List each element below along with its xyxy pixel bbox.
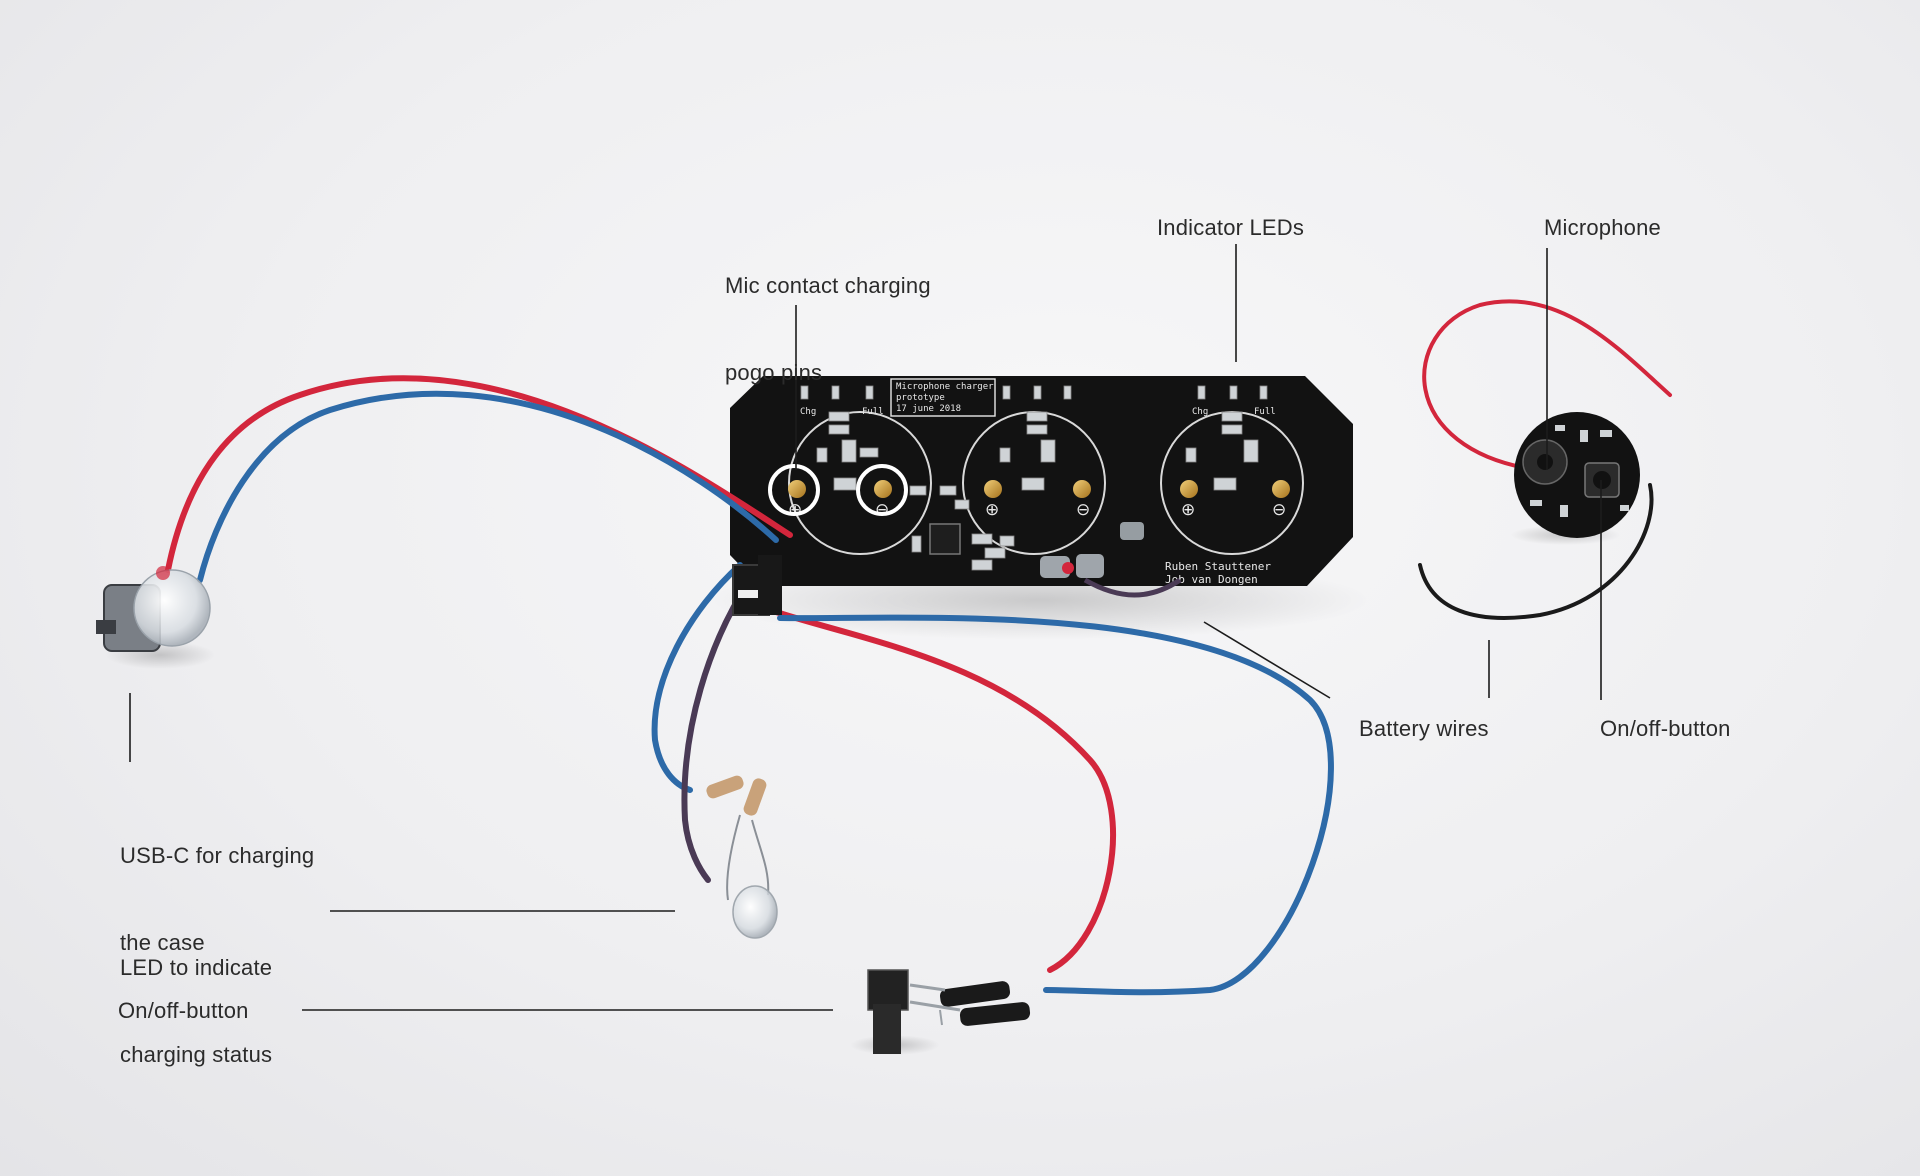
label-led-status: LED to indicate charging status	[120, 895, 272, 1098]
label-led-status-line1: LED to indicate	[120, 955, 273, 980]
pin-minus-symbol-3: ⊖	[1272, 500, 1286, 520]
led-label-chg-1: Chg	[800, 407, 816, 417]
pogo-pin-negative-3	[1272, 480, 1290, 498]
label-led-status-line2: charging status	[120, 1042, 273, 1067]
leader-lines	[129, 244, 1602, 1011]
label-usbc-line1: USB-C for charging	[120, 843, 315, 868]
status-led-assembly	[706, 775, 778, 939]
left-wire-bundle	[651, 562, 1334, 996]
charger-ic	[929, 523, 961, 555]
label-onoff-right: On/off-button	[1600, 716, 1731, 741]
leader-battery-wires	[1203, 621, 1331, 699]
charging-slot-1: Chg Full ⊕ ⊖	[768, 385, 932, 555]
label-mic-pogo-line1: Mic contact charging	[725, 273, 931, 298]
wire-header	[732, 555, 782, 616]
pogo-pin-positive-2	[984, 480, 1002, 498]
label-indicator-leds: Indicator LEDs	[1157, 215, 1305, 240]
pogo-highlight-ring-plus	[768, 464, 820, 516]
usb-wires	[165, 375, 793, 583]
label-battery-wires: Battery wires	[1359, 716, 1489, 741]
pcb-title-line1: Microphone charger	[896, 382, 994, 392]
tactile-button	[850, 969, 1031, 1055]
pogo-pin-negative-1	[874, 480, 892, 498]
microphone-module	[1418, 299, 1672, 620]
pogo-highlight-ring-minus	[856, 464, 908, 516]
label-usbc: USB-C for charging the case	[120, 783, 314, 986]
pogo-pin-negative-2	[1073, 480, 1091, 498]
pcb-title-line3: 17 june 2018	[896, 404, 961, 414]
led-label-full-1: Full	[862, 407, 884, 417]
label-onoff-left: On/off-button	[118, 998, 249, 1023]
pin-minus-symbol-1: ⊖	[875, 500, 889, 520]
pin-minus-symbol-2: ⊖	[1076, 500, 1090, 520]
led-label-full-3: Full	[1254, 407, 1276, 417]
pin-plus-symbol-1: ⊕	[788, 500, 802, 520]
pin-plus-symbol-3: ⊕	[1181, 500, 1195, 520]
label-mic-pogo-line2: pogo pins	[725, 360, 823, 385]
usb-c-connector	[96, 566, 215, 669]
charging-slot-3: Chg Full ⊕ ⊖	[1160, 385, 1304, 555]
label-usbc-line2: the case	[120, 930, 205, 955]
pogo-pin-positive-1	[788, 480, 806, 498]
label-mic-pogo-pins: Mic contact charging pogo pins	[725, 213, 931, 416]
pcb-authors-line2: Job van Dongen	[1165, 573, 1258, 586]
pin-plus-symbol-2: ⊕	[985, 500, 999, 520]
pcb-title-line2: prototype	[896, 393, 945, 403]
pogo-pin-positive-3	[1180, 480, 1198, 498]
led-label-chg-3: Chg	[1192, 407, 1208, 417]
label-microphone: Microphone	[1544, 215, 1661, 240]
charging-slot-2: ⊕ ⊖	[962, 385, 1106, 555]
pcb-authors-line1: Ruben Stauttener	[1165, 560, 1271, 573]
